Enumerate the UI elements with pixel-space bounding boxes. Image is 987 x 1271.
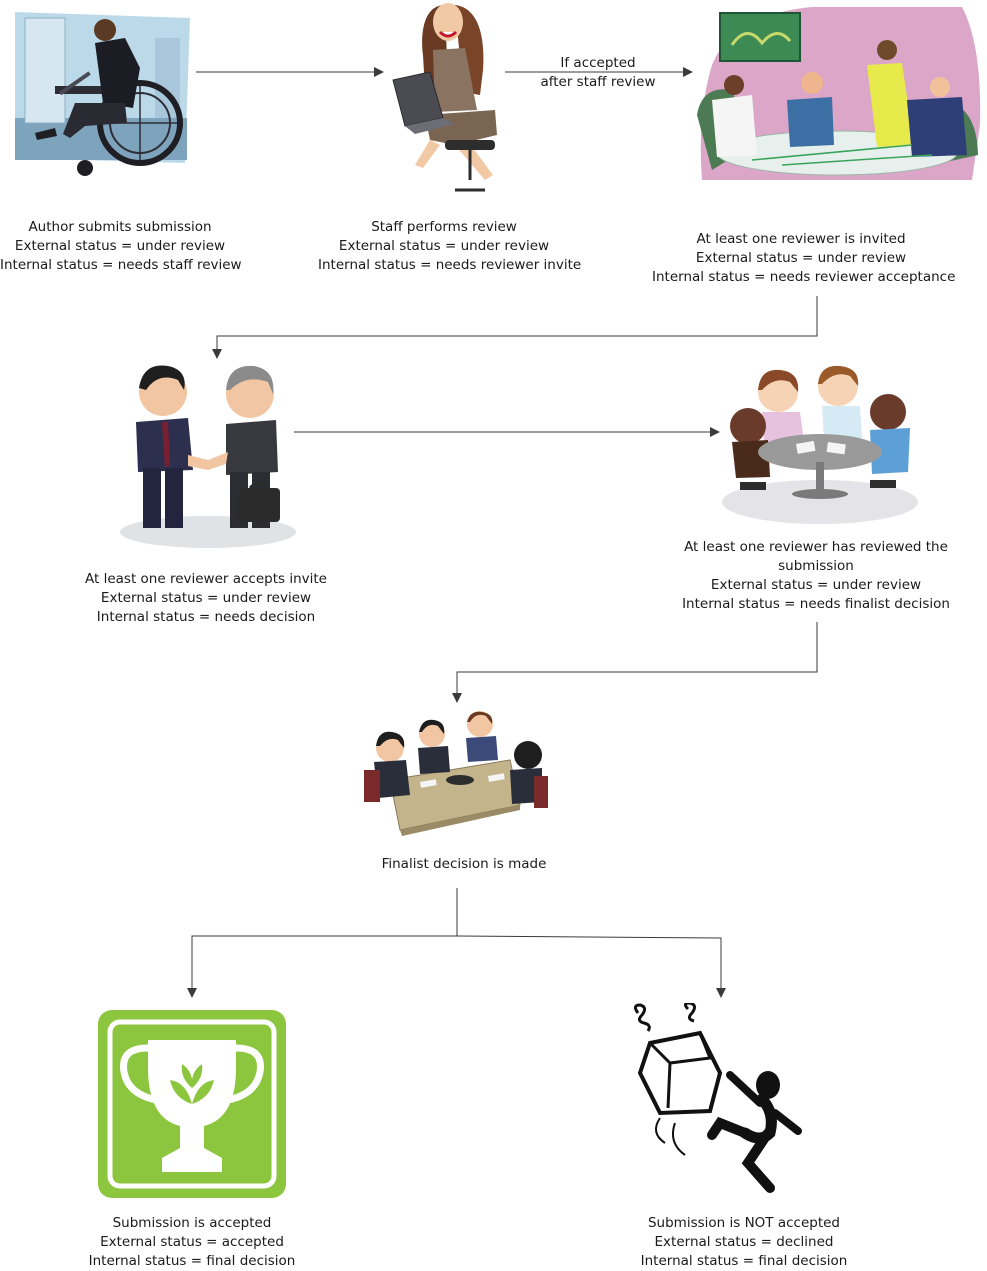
arrow-finalist-to-declined bbox=[456, 935, 726, 998]
kicking-computer-icon bbox=[633, 1003, 802, 1193]
step-reviewed-external: External status = under review bbox=[710, 577, 922, 593]
step-staff-external: External status = under review bbox=[338, 238, 550, 254]
conference-table-icon bbox=[364, 711, 548, 836]
wheelchair-author-icon bbox=[15, 12, 190, 176]
step-accepted: Submission is accepted External status =… bbox=[78, 1214, 306, 1271]
trophy-icon bbox=[98, 1010, 286, 1198]
step-finalist: Finalist decision is made bbox=[360, 855, 568, 874]
step-reviewed: At least one reviewer has reviewed the s… bbox=[675, 538, 957, 614]
step-accepted-title: Submission is accepted bbox=[112, 1215, 272, 1231]
step-declined-title: Submission is NOT accepted bbox=[647, 1215, 841, 1231]
step-accepts-internal: Internal status = needs decision bbox=[96, 609, 316, 625]
step-reviewed-title-line2: submission bbox=[778, 558, 854, 574]
step-accepted-internal: Internal status = final decision bbox=[88, 1253, 296, 1269]
step-reviewed-title-line1: At least one reviewer has reviewed the bbox=[684, 539, 948, 555]
step-staff-title: Staff performs review bbox=[371, 219, 517, 235]
step-accepts-external: External status = under review bbox=[100, 590, 312, 606]
step-declined: Submission is NOT accepted External stat… bbox=[630, 1214, 858, 1271]
step-author: Author submits submission External statu… bbox=[0, 218, 242, 275]
arrow-invite-to-accept bbox=[212, 296, 818, 359]
step-accepts-title: At least one reviewer accepts invite bbox=[85, 571, 327, 587]
step-invited: At least one reviewer is invited Externa… bbox=[652, 230, 956, 287]
handshake-icon bbox=[120, 365, 296, 548]
step-author-external: External status = under review bbox=[14, 238, 226, 254]
step-accepts: At least one reviewer accepts invite Ext… bbox=[72, 570, 340, 627]
step-reviewed-internal: Internal status = needs finalist decisio… bbox=[682, 596, 950, 612]
step-author-title: Author submits submission bbox=[28, 219, 212, 235]
arrow-reviewed-to-finalist bbox=[452, 622, 818, 703]
meeting-group-icon bbox=[697, 7, 981, 180]
round-table-icon bbox=[722, 365, 918, 524]
step-staff: Staff performs review External status = … bbox=[318, 218, 582, 275]
edge-label-line2: after staff review bbox=[540, 74, 656, 90]
edge-label-line1: If accepted bbox=[560, 55, 636, 71]
step-invited-external: External status = under review bbox=[695, 250, 907, 266]
step-finalist-title: Finalist decision is made bbox=[381, 856, 547, 872]
step-accepted-external: External status = accepted bbox=[100, 1234, 284, 1250]
step-invited-title: At least one reviewer is invited bbox=[696, 231, 906, 247]
step-invited-internal: Internal status = needs reviewer accepta… bbox=[652, 269, 956, 285]
staff-laptop-icon bbox=[392, 3, 497, 192]
step-declined-internal: Internal status = final decision bbox=[640, 1253, 848, 1269]
step-author-internal: Internal status = needs staff review bbox=[0, 257, 242, 273]
step-declined-external: External status = declined bbox=[654, 1234, 834, 1250]
arrow-finalist-to-accepted bbox=[187, 888, 458, 998]
edge-label-if-accepted: If accepted after staff review bbox=[538, 54, 658, 92]
step-staff-internal: Internal status = needs reviewer invite bbox=[318, 257, 582, 273]
